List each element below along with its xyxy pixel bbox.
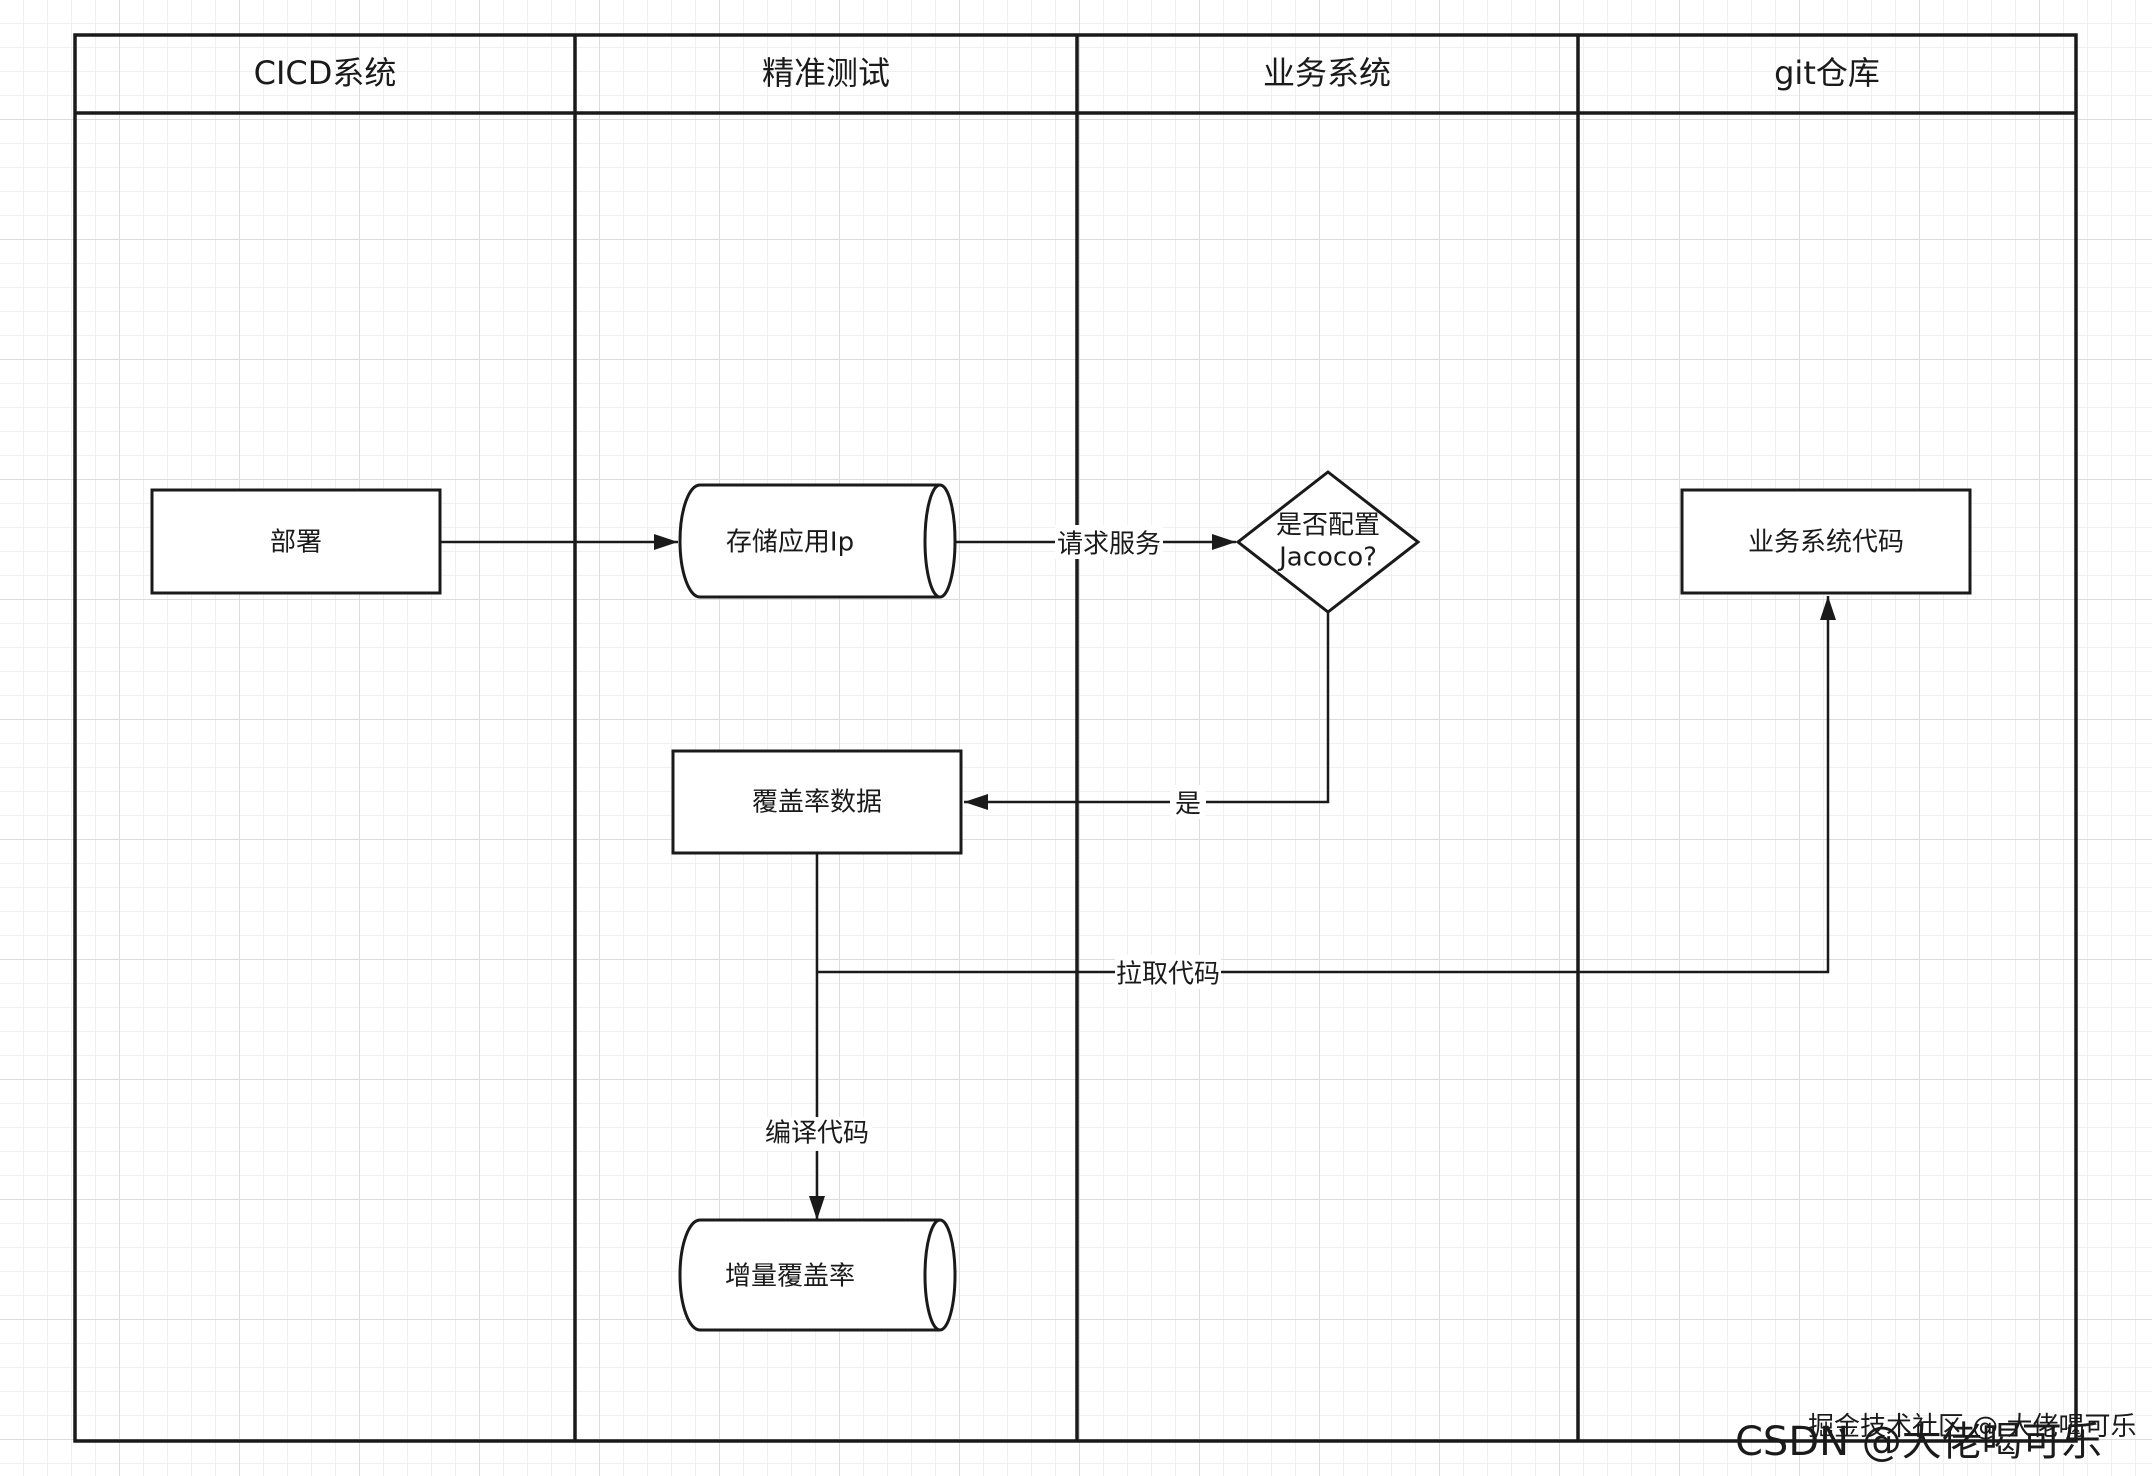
node-deploy[interactable]: 部署 bbox=[150, 488, 442, 595]
edge-pull-code[interactable]: 拉取代码 bbox=[817, 596, 1836, 990]
watermark-juejin: 掘金技术社区 @ 大佬喝可乐 bbox=[1808, 1412, 2137, 1442]
watermark-csdn: CSDN @大佬喝可乐 bbox=[1735, 1419, 2102, 1465]
node-incremental-coverage[interactable]: 增量覆盖率 bbox=[678, 1218, 957, 1332]
node-store-ip-label: 存储应用Ip bbox=[726, 528, 854, 558]
node-incremental-coverage-label: 增量覆盖率 bbox=[725, 1262, 855, 1292]
node-git-code[interactable]: 业务系统代码 bbox=[1680, 488, 1972, 595]
node-coverage-data-label: 覆盖率数据 bbox=[752, 788, 882, 818]
edge-compile-code[interactable]: 编译代码 bbox=[762, 853, 872, 1220]
edge-label-pull-code: 拉取代码 bbox=[1116, 960, 1220, 990]
lane-title-git-repo: git仓库 bbox=[1774, 54, 1880, 92]
node-git-code-label: 业务系统代码 bbox=[1748, 528, 1904, 558]
node-coverage-data[interactable]: 覆盖率数据 bbox=[671, 749, 963, 855]
node-store-ip[interactable]: 存储应用Ip bbox=[678, 483, 957, 599]
node-deploy-label: 部署 bbox=[270, 528, 322, 558]
swimlane-frame bbox=[73, 33, 2078, 1443]
lane-title-precision-testing: 精准测试 bbox=[762, 54, 890, 92]
edge-label-request-service: 请求服务 bbox=[1057, 530, 1161, 560]
node-decision-jacoco[interactable]: 是否配置 Jacoco? bbox=[1235, 470, 1421, 614]
edge-label-yes: 是 bbox=[1175, 790, 1201, 820]
edge-yes[interactable]: 是 bbox=[964, 612, 1330, 820]
node-decision-line1: 是否配置 bbox=[1276, 511, 1380, 541]
lane-title-business-system: 业务系统 bbox=[1263, 54, 1391, 92]
lane-title-cicd: CICD系统 bbox=[254, 54, 397, 92]
edge-label-compile-code: 编译代码 bbox=[765, 1119, 869, 1149]
edge-request-service[interactable]: 请求服务 bbox=[955, 525, 1236, 560]
node-decision-line2: Jacoco? bbox=[1277, 543, 1377, 573]
